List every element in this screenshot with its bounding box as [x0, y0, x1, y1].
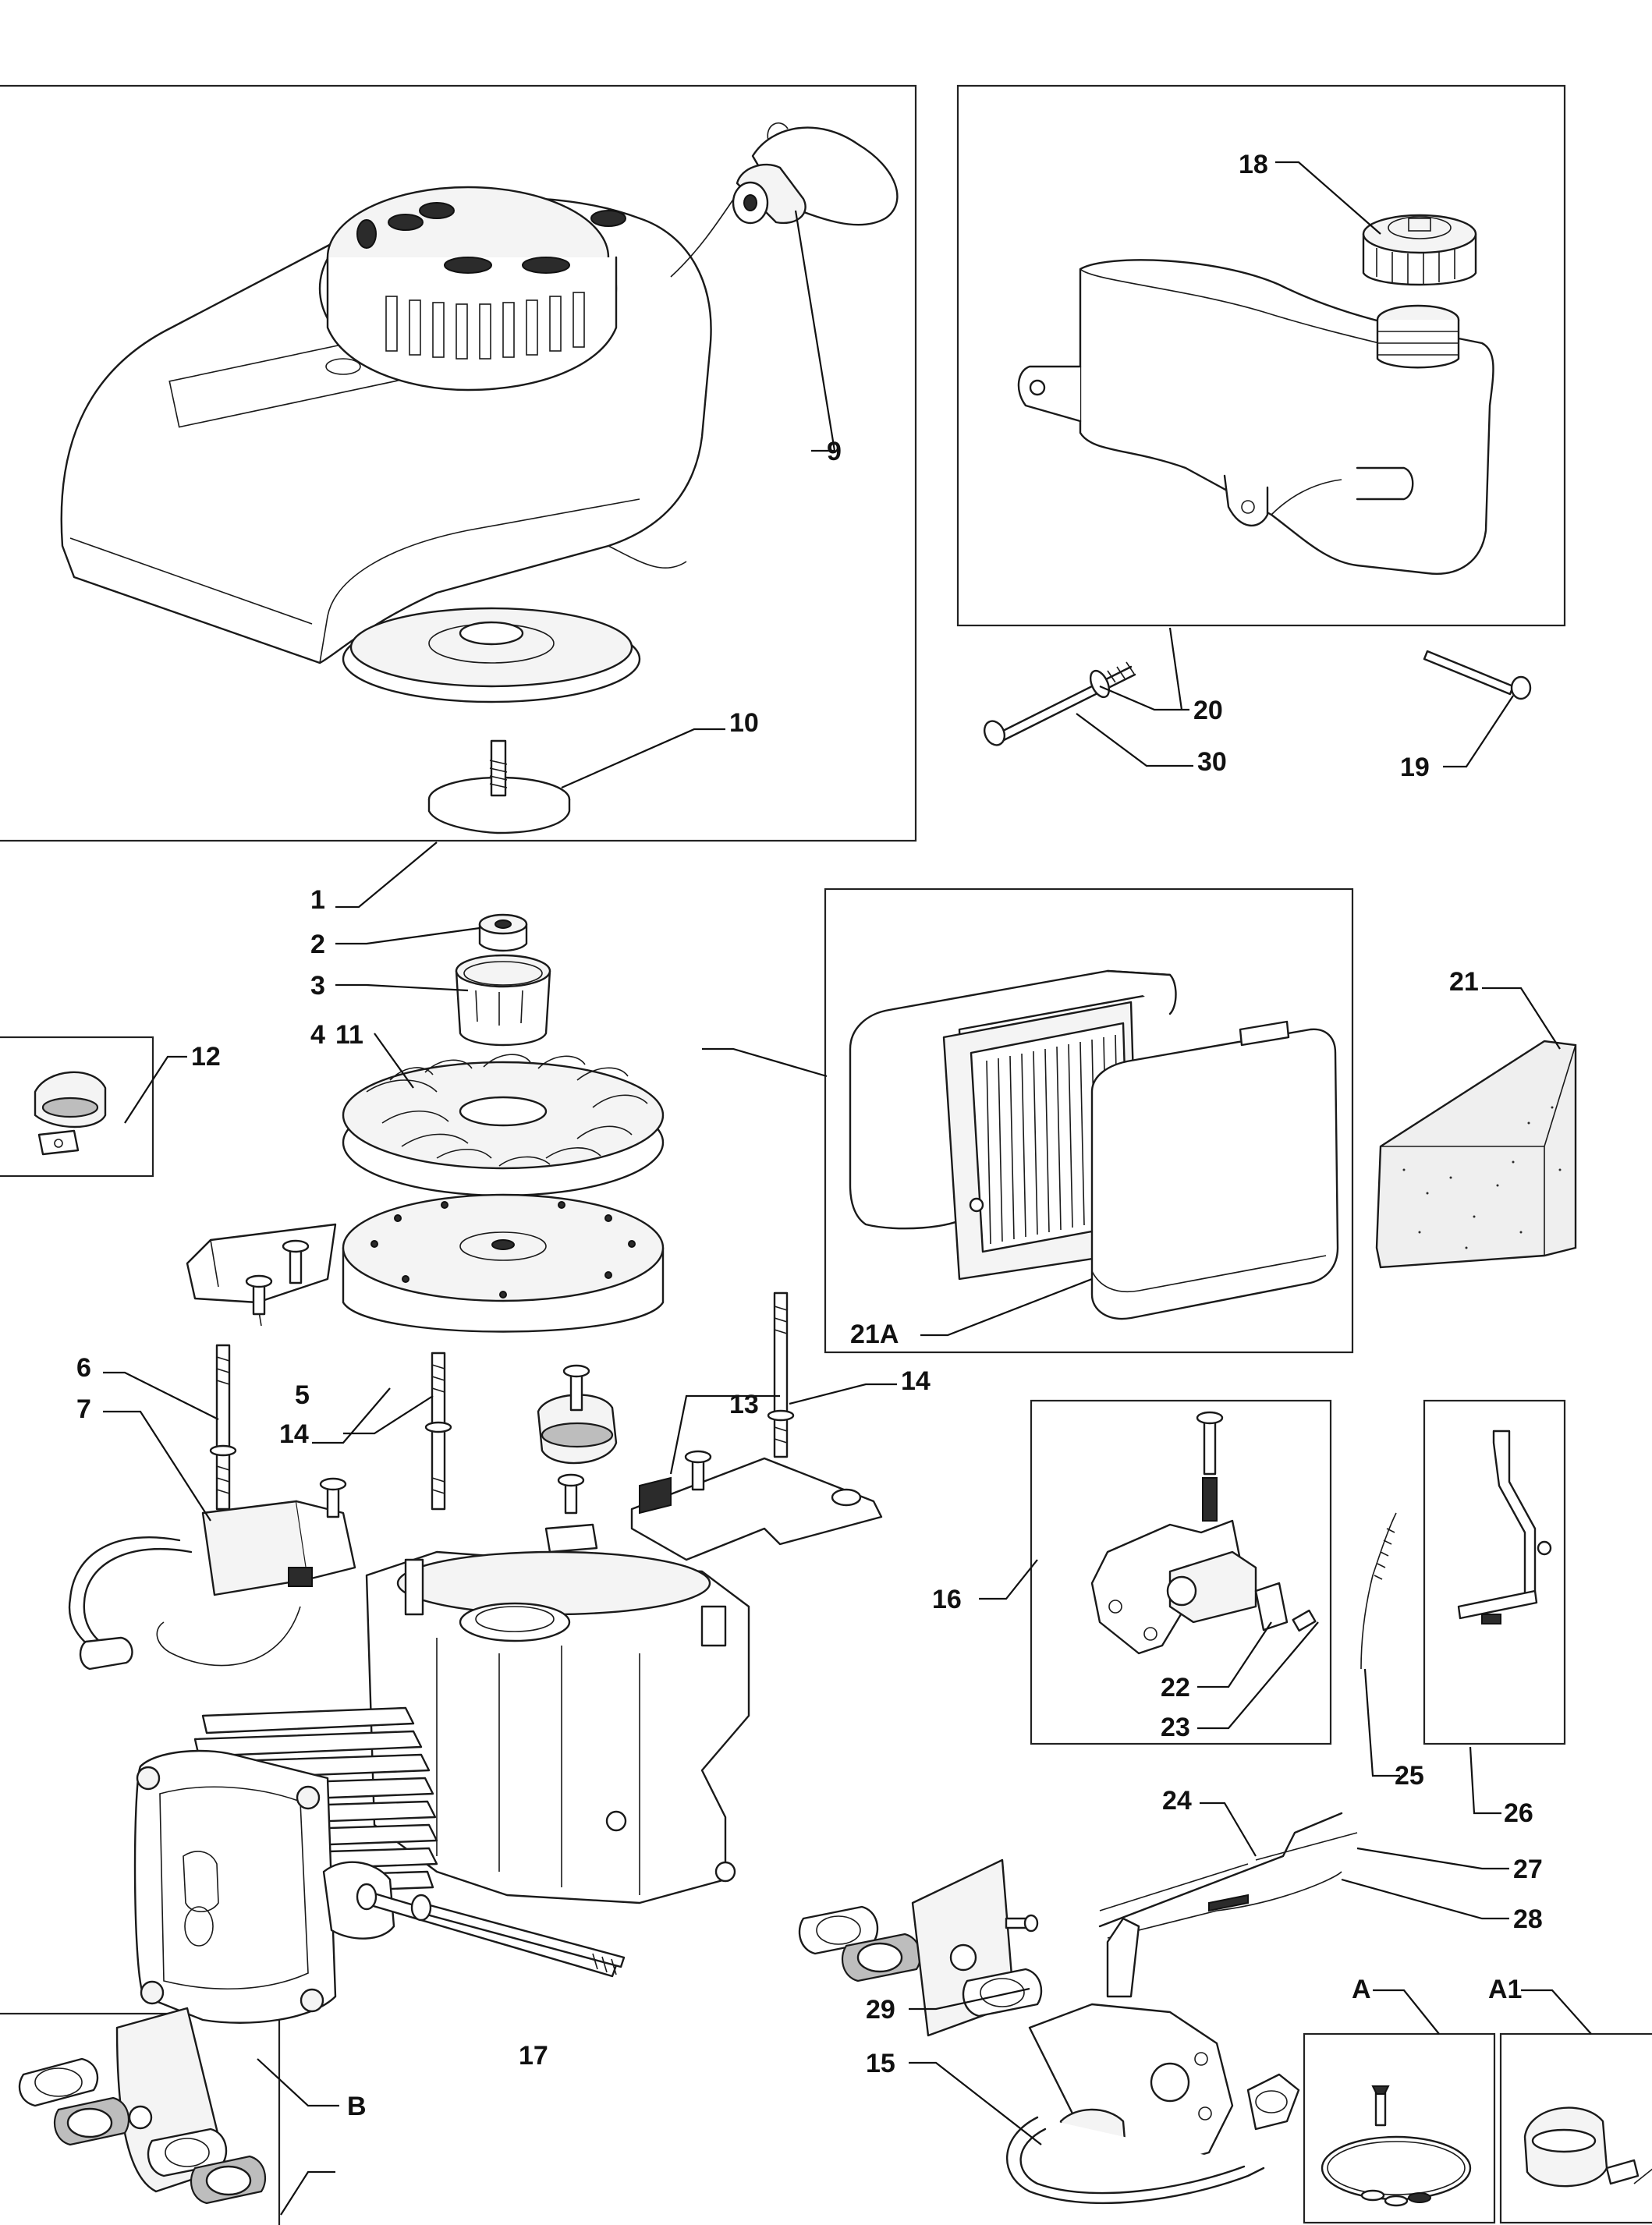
frame-governor	[1030, 1399, 1332, 1745]
shroud-bracket	[186, 1223, 337, 1327]
callout-10: 10	[729, 708, 759, 738]
stud-6	[209, 1344, 237, 1511]
ignition-coil	[68, 1477, 356, 1671]
mount-bracket	[630, 1450, 883, 1561]
callout-a1: A1	[1488, 1975, 1522, 2004]
callout-30: 30	[1197, 747, 1227, 777]
carburetor-assembly	[798, 1858, 1300, 2205]
frame-starter-cover	[0, 84, 917, 842]
cooling-fan	[342, 1054, 665, 1197]
callout-3: 3	[310, 971, 325, 1001]
tank-pin-19	[1423, 650, 1532, 700]
callout-9: 9	[827, 437, 842, 466]
governor-spring	[1360, 1512, 1397, 1670]
callout-14-right: 14	[901, 1366, 931, 1396]
leader-lines	[103, 161, 1592, 2216]
frame-gasket-set	[0, 2012, 281, 2225]
fuel-tank	[1017, 259, 1494, 575]
air-filter-housing	[849, 969, 1339, 1320]
callout-b: B	[347, 2092, 367, 2121]
stud-14-left	[424, 1352, 452, 1511]
callout-21a: 21A	[850, 1320, 899, 1349]
starter-handle	[732, 122, 899, 226]
callout-4: 4	[310, 1020, 325, 1050]
callout-20: 20	[1193, 696, 1223, 725]
callout-5: 5	[295, 1380, 310, 1410]
foam-filter	[1375, 1040, 1577, 1269]
frame-lever	[1423, 1399, 1566, 1745]
callout-22: 22	[1161, 1673, 1190, 1702]
callout-25: 25	[1395, 1761, 1424, 1791]
frame-ignition-part	[0, 1036, 154, 1178]
kit-a-contents	[1321, 2085, 1472, 2207]
callout-a: A	[1352, 1975, 1371, 2004]
frame-air-filter	[824, 888, 1354, 1354]
starter-cover	[60, 147, 773, 703]
flywheel-nut	[478, 913, 528, 952]
callout-12: 12	[191, 1042, 221, 1072]
callout-14-left: 14	[279, 1419, 309, 1449]
callout-11: 11	[335, 1020, 363, 1050]
stud-14-right	[767, 1291, 795, 1458]
throttle-lever	[1457, 1430, 1552, 1624]
callout-27: 27	[1513, 1855, 1543, 1884]
starter-ratchet	[427, 739, 571, 834]
callout-16: 16	[932, 1585, 962, 1614]
link-rods	[1098, 1812, 1358, 1939]
kit-a1-contents	[1523, 2106, 1652, 2188]
gasket-set	[18, 2007, 267, 2205]
callout-1: 1	[310, 885, 325, 915]
callout-23: 23	[1161, 1713, 1190, 1742]
fuel-cap	[1362, 214, 1477, 286]
brake-part	[537, 1364, 618, 1554]
callout-28: 28	[1513, 1904, 1543, 1934]
callout-19: 19	[1400, 753, 1430, 782]
callout-29: 29	[866, 1995, 895, 2025]
callout-7: 7	[76, 1394, 91, 1424]
frame-fuel-tank	[956, 84, 1566, 627]
governor-assembly	[1090, 1411, 1317, 1655]
callout-2: 2	[310, 930, 325, 959]
flywheel	[342, 1193, 665, 1333]
frame-kit-a	[1303, 2032, 1496, 2224]
engine-block	[133, 1550, 750, 2024]
ignition-cam-part	[34, 1071, 107, 1156]
frame-kit-a1	[1499, 2032, 1652, 2224]
starter-cup	[455, 954, 551, 1047]
callout-26: 26	[1504, 1798, 1533, 1828]
callout-17: 17	[519, 2041, 548, 2071]
head-bolts	[356, 1883, 626, 1978]
callout-21: 21	[1449, 967, 1479, 997]
callout-24: 24	[1162, 1786, 1192, 1816]
callout-18: 18	[1239, 150, 1268, 179]
callout-13: 13	[729, 1390, 759, 1419]
callout-15: 15	[866, 2049, 895, 2078]
callout-6: 6	[76, 1353, 91, 1383]
tank-bolt-30	[983, 661, 1136, 746]
